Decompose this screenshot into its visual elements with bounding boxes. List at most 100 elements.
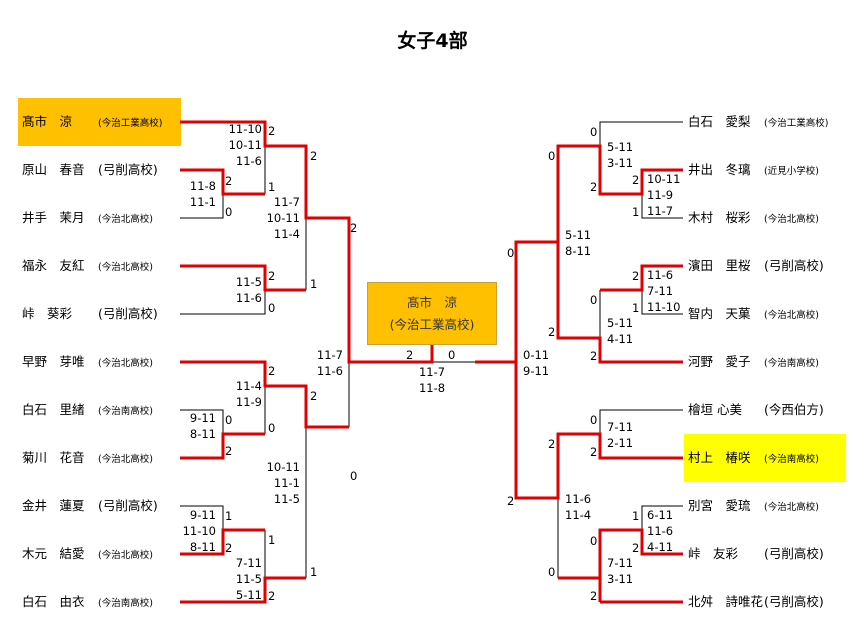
player-school: (今治南高校) [98, 598, 153, 609]
match-scores-l-sf: 11-7 11-6 [316, 348, 343, 378]
player-name: 木村 桜彩 [688, 210, 751, 225]
player-left-11: 白石 由衣 (今治南高校) [22, 593, 153, 611]
games-won: 0 [590, 534, 598, 548]
games-won: 1 [632, 509, 640, 523]
player-school: (弓削高校) [764, 546, 824, 561]
player-school: (今治北高校) [98, 262, 153, 273]
games-won: 1 [310, 565, 318, 579]
player-name: 智内 天菓 [688, 306, 751, 321]
player-school: (今治南高校) [764, 358, 819, 369]
player-right-4: 濱田 里桜(弓削高校) [688, 257, 824, 275]
player-right-10: 峠 友彩 (弓削高校) [688, 545, 824, 563]
match-scores-l-r1-4: 7-11 11-5 5-11 [235, 556, 262, 602]
player-right-1: 白石 愛梨 (今治工業高校) [688, 113, 828, 131]
games-won: 1 [310, 277, 318, 291]
player-name: 白石 愛梨 [688, 114, 751, 129]
games-won: 0 [268, 301, 276, 315]
match-scores-final: 11-7 11-8 [418, 365, 446, 395]
match-scores-l-r0-3: 9-11 11-10 8-11 [182, 508, 216, 554]
player-left-4: 福永 友紅 (今治北高校) [22, 257, 153, 275]
player-school: (弓削高校) [98, 162, 158, 177]
player-name: 別宮 愛琉 [688, 498, 751, 513]
games-won: 2 [268, 589, 276, 603]
games-won: 2 [632, 173, 640, 187]
player-left-7: 白石 里緒(今治南高校) [22, 401, 153, 419]
games-won: 0 [448, 348, 456, 362]
player-name: 白石 里緒 [22, 402, 85, 417]
player-name: 福永 友紅 [22, 258, 85, 273]
player-name: 井手 茉月 [22, 210, 85, 225]
match-scores-r-r0-1: 10-11 11-9 11-7 [647, 172, 681, 218]
player-name: 河野 愛子 [688, 354, 751, 369]
match-scores-l-r1-1: 11-10 10-11 11-6 [228, 122, 262, 168]
games-won: 2 [406, 348, 414, 362]
player-school: (今治工業高校) [764, 118, 829, 129]
match-scores-l-r1-3: 11-4 11-9 [235, 379, 262, 409]
match-scores-l-qf-1: 11-7 10-11 11-4 [266, 195, 300, 241]
player-right-5: 智内 天菓(今治北高校) [688, 305, 819, 323]
match-scores-r-r0-3: 6-11 11-6 4-11 [647, 508, 674, 554]
games-won: 2 [632, 269, 640, 283]
games-won: 2 [548, 437, 556, 451]
player-name: 菊川 花音 [22, 450, 85, 465]
player-name: 木元 結愛 [22, 546, 85, 561]
player-name: 金井 蓮夏 [22, 498, 85, 513]
player-school: (今西伯方) [764, 402, 824, 417]
games-won: 2 [225, 174, 233, 188]
games-won: 2 [590, 445, 598, 459]
player-school: (今治北高校) [98, 214, 153, 225]
player-left-6: 早野 芽唯(今治北高校) [22, 353, 153, 371]
player-right-6: 河野 愛子 (今治南高校) [688, 353, 819, 371]
games-won: 2 [268, 364, 276, 378]
games-won: 2 [310, 389, 318, 403]
player-name: 井出 冬璃 [688, 162, 751, 177]
match-scores-r-sf: 0-11 9-11 [523, 348, 550, 378]
player-left-5: 峠 葵彩 (弓削高校) [22, 305, 158, 323]
player-school: (近見小学校) [764, 166, 819, 177]
games-won: 0 [590, 413, 598, 427]
match-scores-r-qf-1: 5-11 8-11 [565, 228, 592, 258]
games-won: 2 [590, 180, 598, 194]
games-won: 2 [548, 325, 556, 339]
games-won: 1 [268, 533, 276, 547]
games-won: 0 [350, 469, 358, 483]
player-left-2: 原山 春音(弓削高校) [22, 161, 158, 179]
player-school: (今治南高校) [764, 454, 819, 465]
match-scores-l-r1-2: 11-5 11-6 [235, 275, 262, 305]
player-name: 濱田 里桜 [688, 258, 751, 273]
player-name: 白石 由衣 [22, 594, 85, 609]
player-name: 北舛 詩唯花 [688, 594, 764, 609]
champion-school: (今治工業高校) [389, 317, 475, 332]
player-right-11: 北舛 詩唯花(弓削高校) [688, 593, 824, 611]
games-won: 0 [590, 125, 598, 139]
player-left-1: 髙市 涼(今治工業高校) [22, 113, 162, 131]
player-right-2: 井出 冬璃 (近見小学校) [688, 161, 819, 179]
player-name: 髙市 涼 [22, 114, 73, 129]
player-left-8: 菊川 花音(今治北高校) [22, 449, 153, 467]
match-scores-l-r0-2: 9-11 8-11 [189, 411, 216, 441]
player-school: (弓削高校) [98, 306, 158, 321]
highlight-left-champion [18, 98, 181, 146]
player-right-7: 檜垣 心美 (今西伯方) [688, 401, 824, 419]
games-won: 2 [268, 269, 276, 283]
player-name: 檜垣 心美 [688, 402, 742, 417]
games-won: 0 [268, 421, 276, 435]
player-name: 早野 芽唯 [22, 354, 85, 369]
games-won: 2 [350, 221, 358, 235]
match-scores-l-qf-2: 10-11 11-1 11-5 [266, 460, 300, 506]
player-name: 峠 葵彩 [22, 306, 73, 321]
player-right-9: 別宮 愛琉 (今治北高校) [688, 497, 819, 515]
games-won: 2 [225, 444, 233, 458]
games-won: 1 [268, 180, 276, 194]
match-scores-l-r0-1: 11-8 11-1 [189, 179, 216, 209]
player-school: (弓削高校) [764, 594, 824, 609]
games-won: 2 [590, 349, 598, 363]
match-scores-r-r1-1: 5-11 3-11 [607, 140, 634, 170]
games-won: 2 [507, 494, 515, 508]
player-name: 村上 椿咲 [688, 450, 751, 465]
games-won: 2 [590, 589, 598, 603]
player-name: 峠 友彩 [688, 546, 739, 561]
champion-box: 髙市 涼 (今治工業高校) [367, 282, 497, 345]
player-school: (今治北高校) [764, 502, 819, 513]
